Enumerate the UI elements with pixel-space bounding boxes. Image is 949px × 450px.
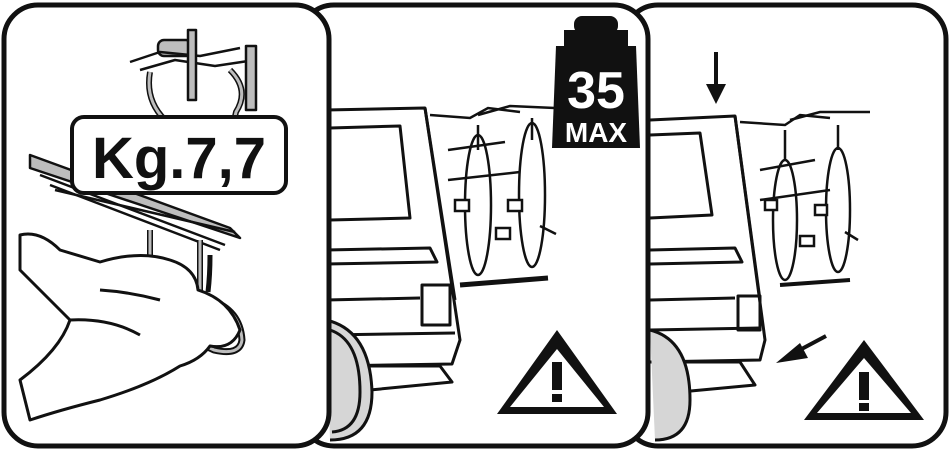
rack-weight-label: Kg.7,7 [92, 126, 266, 191]
hand [18, 232, 242, 422]
weight-label-box [70, 115, 288, 195]
diagonal-arrow-icon [776, 334, 827, 363]
warning-icon [804, 340, 924, 420]
max-weight-suffix: MAX [565, 117, 628, 148]
weight-icon: 35 MAX [552, 16, 640, 148]
tire-3 [649, 328, 692, 442]
down-arrow-icon [706, 52, 726, 104]
bikes-on-rack-2 [429, 104, 557, 288]
panel-tailgate-check [621, 2, 949, 449]
max-weight-number: 35 [567, 62, 625, 120]
bikes-on-rack-3 [739, 110, 870, 287]
car-rear-3 [649, 114, 767, 442]
panel-rack-weight: Kg.7,7 [1, 2, 332, 449]
tire-2 [325, 318, 374, 442]
warning-icon [497, 330, 617, 414]
panel-max-load: 35 MAX [297, 2, 651, 449]
car-rear-2 [325, 106, 462, 442]
